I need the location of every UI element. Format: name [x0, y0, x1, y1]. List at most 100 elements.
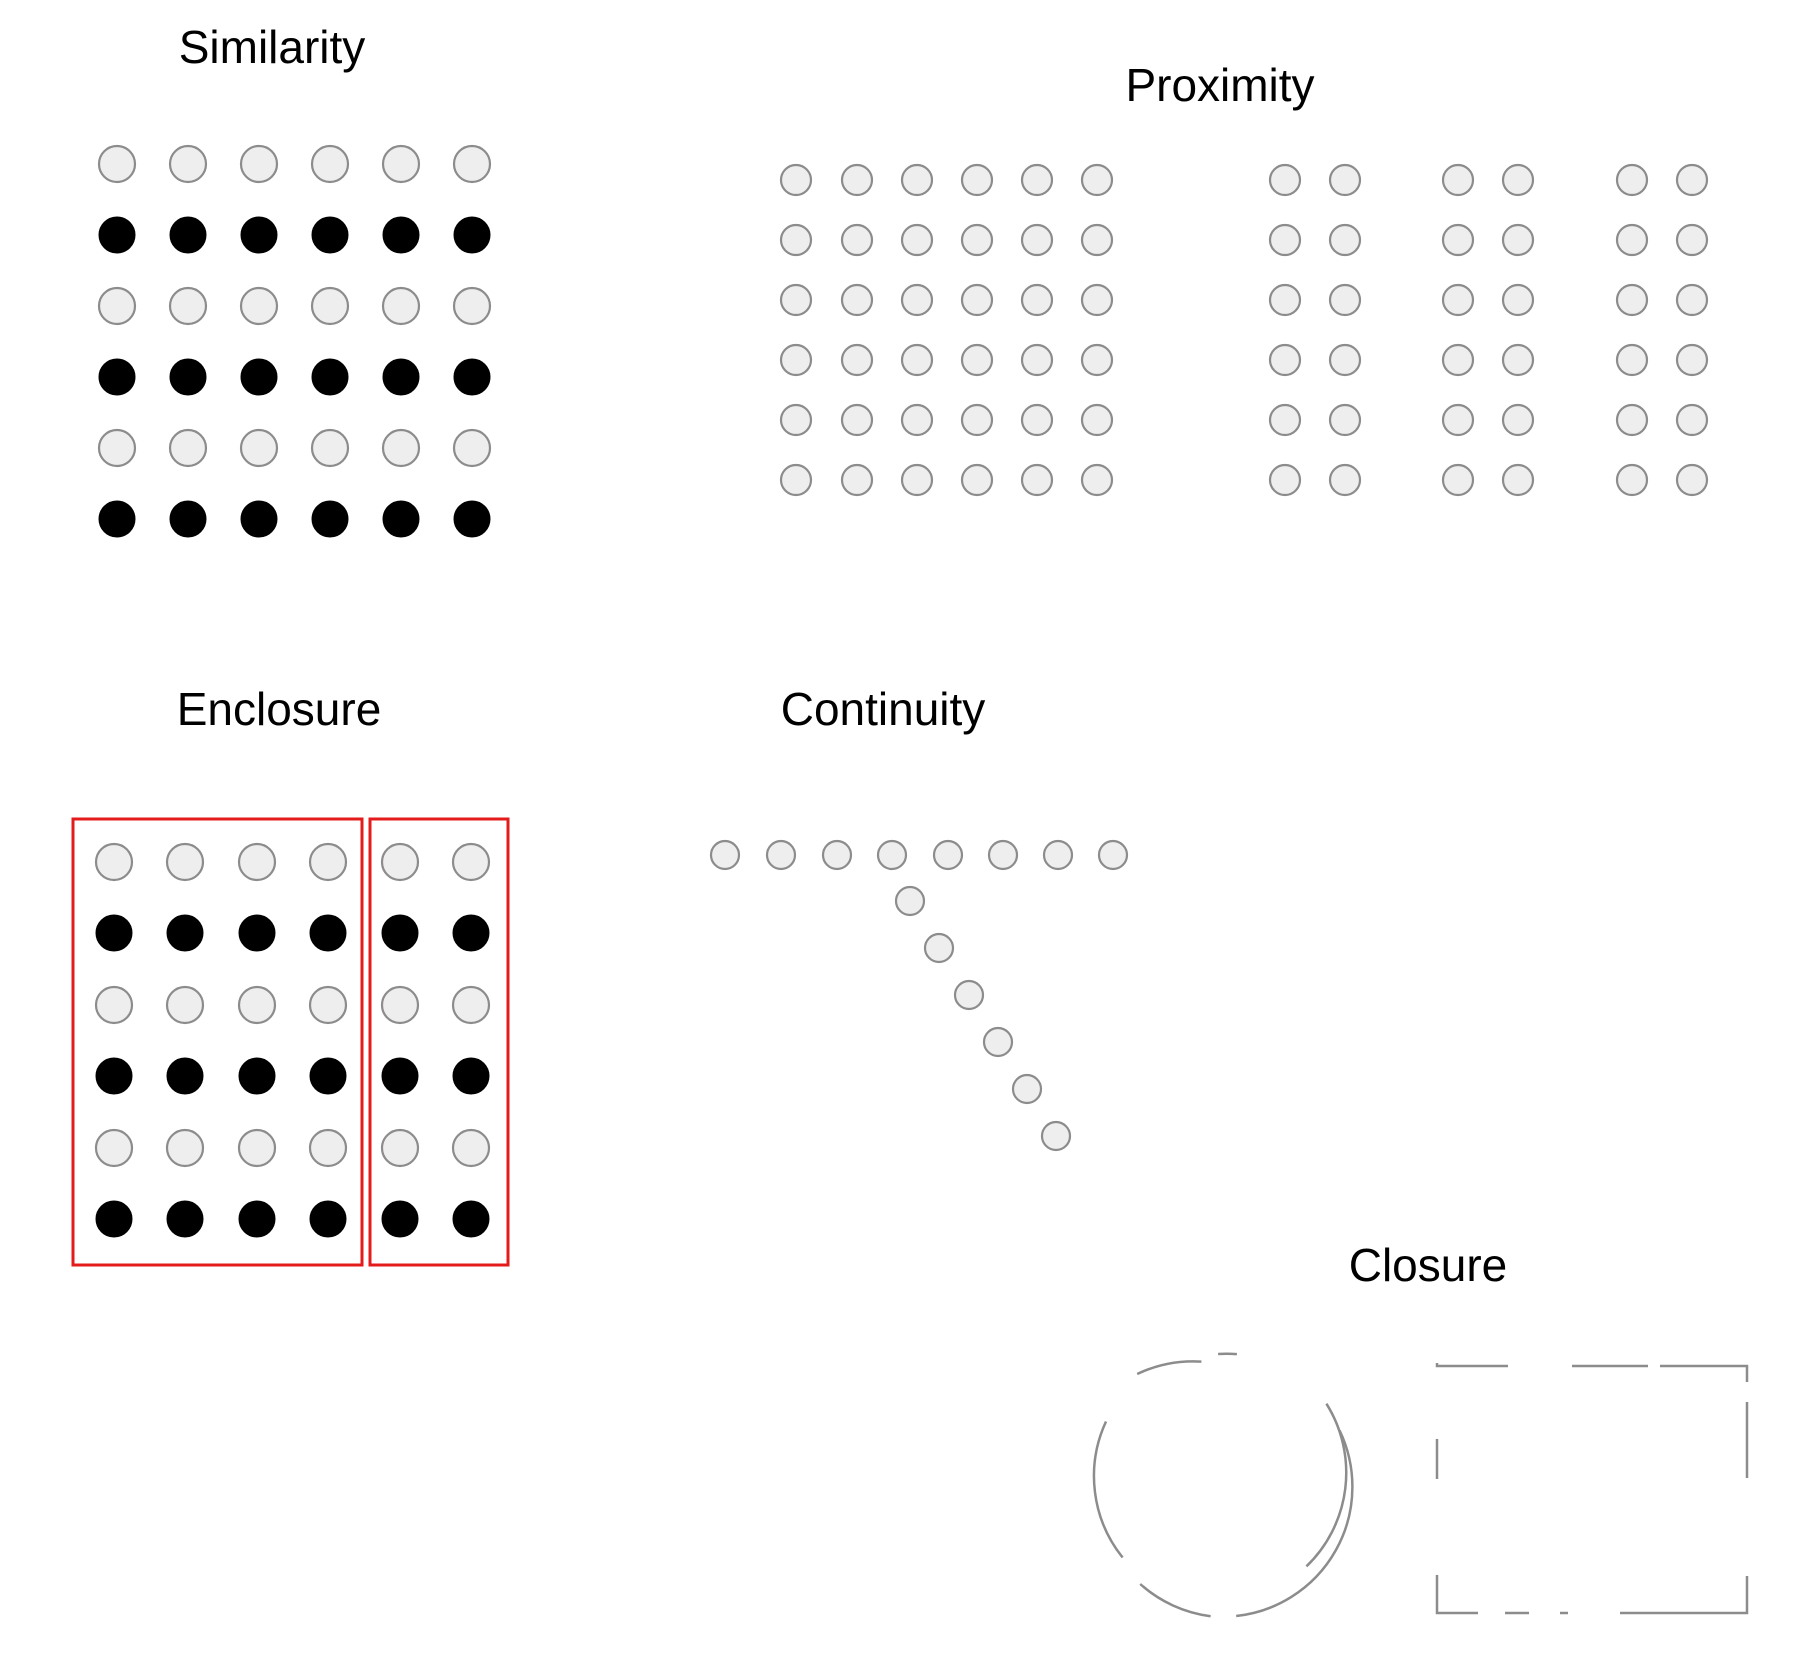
closure-square-segment [1620, 1576, 1749, 1615]
light-dot [840, 223, 874, 257]
closure-circle-arc-top-left [1136, 1360, 1202, 1376]
dark-dot [166, 1057, 204, 1095]
dark-dot [166, 914, 204, 952]
light-dot [94, 1128, 134, 1168]
light-dot [1020, 283, 1054, 317]
light-dot [1080, 223, 1114, 257]
light-dot [960, 283, 994, 317]
continuity-section: Continuity [709, 683, 1129, 1152]
light-dot [380, 985, 420, 1025]
dark-dot [382, 358, 420, 396]
dark-dot [240, 216, 278, 254]
light-dot [1040, 1120, 1072, 1152]
similarity-title: Similarity [179, 21, 366, 73]
light-dot [380, 1128, 420, 1168]
light-dot [923, 932, 955, 964]
light-dot [1615, 343, 1649, 377]
light-dot [1080, 343, 1114, 377]
dark-dot [169, 500, 207, 538]
light-dot [308, 985, 348, 1025]
light-dot [709, 839, 741, 871]
light-dot [1080, 163, 1114, 197]
enclosure-section: Enclosure [71, 683, 510, 1267]
light-dot [1675, 403, 1709, 437]
dark-dot [311, 358, 349, 396]
light-dot [779, 343, 813, 377]
light-dot [1441, 403, 1475, 437]
continuity-dot-path [709, 839, 1129, 1152]
light-dot [960, 223, 994, 257]
dark-dot [238, 914, 276, 952]
light-dot [1501, 283, 1535, 317]
light-dot [168, 428, 208, 468]
continuity-title: Continuity [781, 683, 986, 735]
closure-square-segment [1435, 1363, 1508, 1368]
light-dot [960, 403, 994, 437]
light-dot [168, 286, 208, 326]
light-dot [97, 144, 137, 184]
light-dot [310, 428, 350, 468]
light-dot [765, 839, 797, 871]
dark-dot [453, 500, 491, 538]
dark-dot [169, 358, 207, 396]
light-dot [876, 839, 908, 871]
light-dot [1268, 223, 1302, 257]
light-dot [1675, 283, 1709, 317]
light-dot [953, 979, 985, 1011]
light-dot [1268, 463, 1302, 497]
dark-dot [381, 914, 419, 952]
light-dot [308, 842, 348, 882]
light-dot [1328, 163, 1362, 197]
light-dot [1501, 223, 1535, 257]
light-dot [165, 842, 205, 882]
dark-dot [309, 1057, 347, 1095]
light-dot [381, 286, 421, 326]
light-dot [840, 283, 874, 317]
light-dot [1501, 463, 1535, 497]
light-dot [1020, 223, 1054, 257]
light-dot [310, 144, 350, 184]
dark-dot [98, 500, 136, 538]
dark-dot [95, 914, 133, 952]
dark-dot [453, 358, 491, 396]
light-dot [932, 839, 964, 871]
dark-dot [238, 1200, 276, 1238]
light-dot [1675, 223, 1709, 257]
light-dot [451, 985, 491, 1025]
dark-dot [452, 914, 490, 952]
light-dot [1615, 283, 1649, 317]
light-dot [94, 985, 134, 1025]
closure-shapes [1092, 1352, 1749, 1618]
dark-dot [311, 216, 349, 254]
light-dot [779, 223, 813, 257]
light-dot [239, 286, 279, 326]
dark-dot [95, 1057, 133, 1095]
dark-dot [381, 1200, 419, 1238]
light-dot [1441, 343, 1475, 377]
light-dot [1080, 283, 1114, 317]
light-dot [1441, 163, 1475, 197]
light-dot [1441, 283, 1475, 317]
light-dot [840, 163, 874, 197]
closure-square [1435, 1363, 1749, 1615]
light-dot [1097, 839, 1129, 871]
light-dot [452, 428, 492, 468]
light-dot [1501, 163, 1535, 197]
dark-dot [382, 216, 420, 254]
light-dot [237, 985, 277, 1025]
closure-circle-arc-bottom-left [1139, 1583, 1211, 1618]
dark-dot [381, 1057, 419, 1095]
light-dot [381, 428, 421, 468]
light-dot [1020, 403, 1054, 437]
dark-dot [98, 216, 136, 254]
enclosure-dot-grid [94, 842, 491, 1238]
light-dot [380, 842, 420, 882]
light-dot [1328, 283, 1362, 317]
light-dot [239, 144, 279, 184]
dark-dot [95, 1200, 133, 1238]
light-dot [900, 403, 934, 437]
light-dot [94, 842, 134, 882]
closure-circle-arc-bottom [1236, 1429, 1354, 1618]
closure-square-segment [1435, 1575, 1478, 1615]
dark-dot [238, 1057, 276, 1095]
